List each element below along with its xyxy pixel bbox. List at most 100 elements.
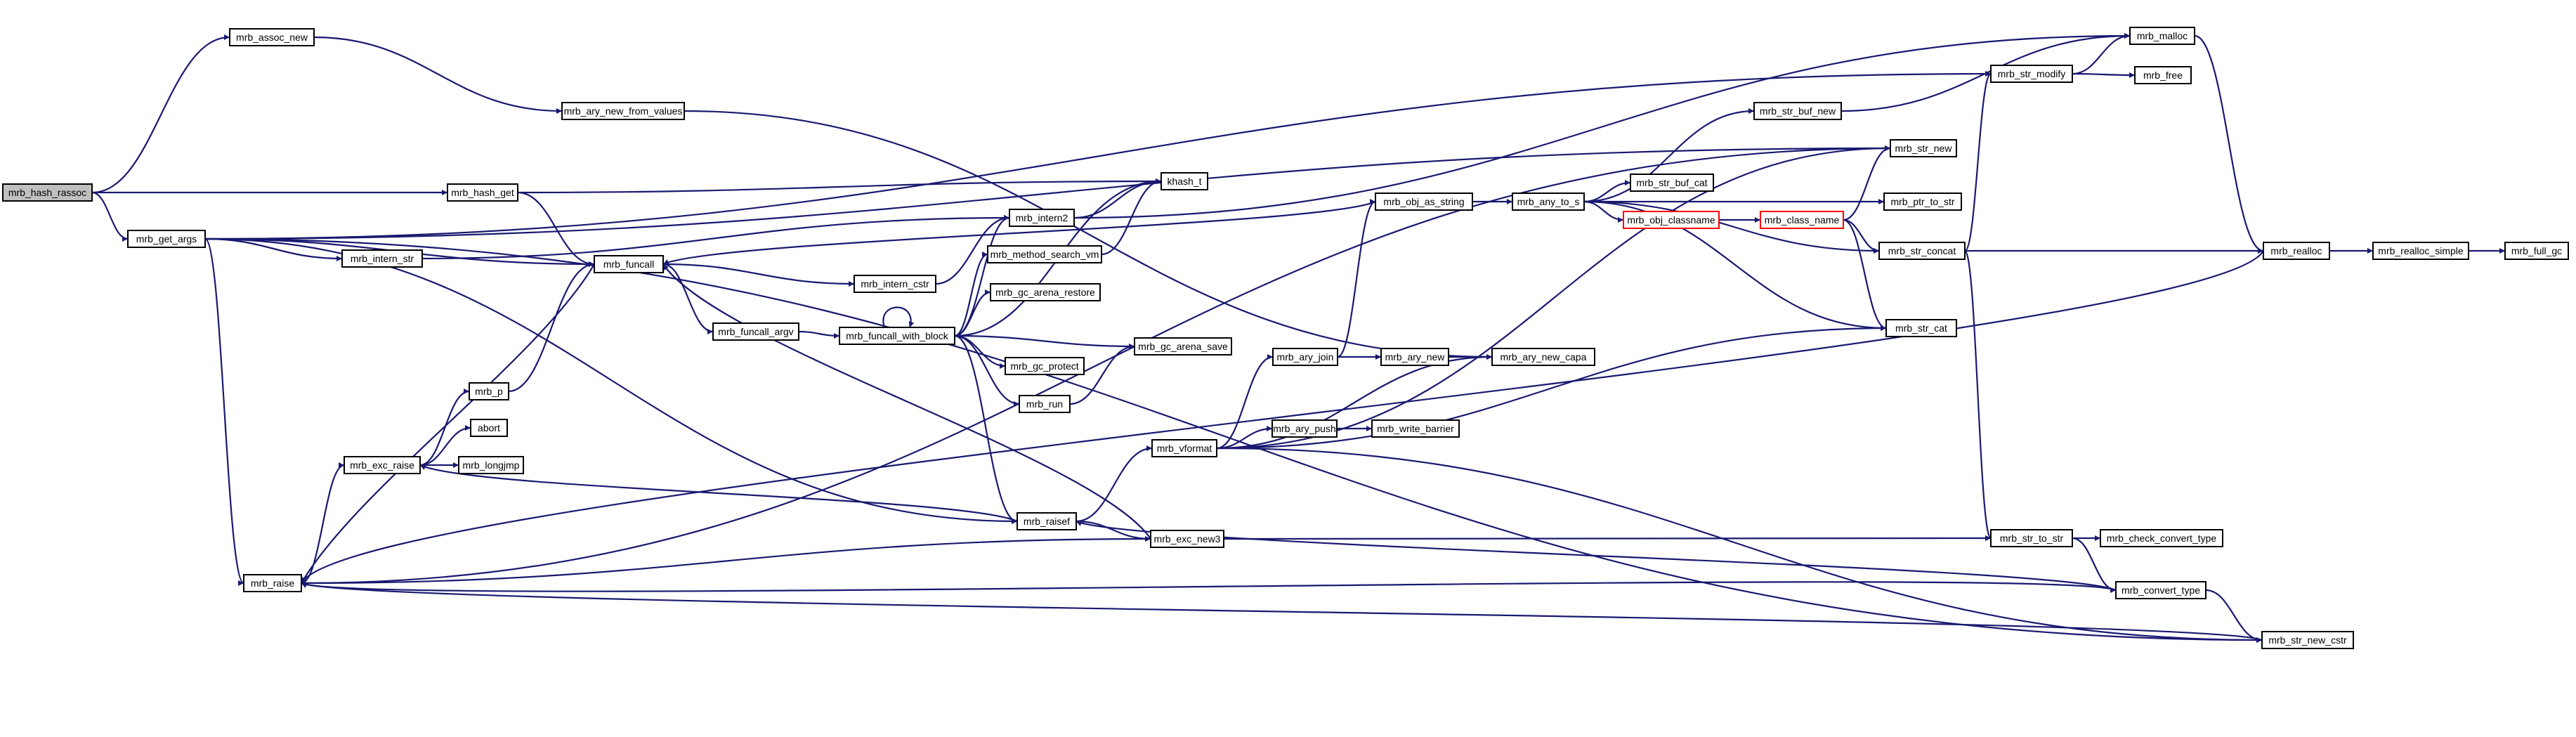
edge-mrb_class_name-to-mrb_str_concat (1843, 219, 1880, 254)
node-mrb_longjmp[interactable]: mrb_longjmp (458, 456, 524, 474)
node-mrb_ary_new[interactable]: mrb_ary_new (1380, 348, 1449, 366)
node-box (1019, 395, 1071, 413)
node-label: mrb_str_modify (1998, 68, 2065, 79)
edge-mrb_obj_as_string-to-mrb_funcall (662, 200, 1376, 266)
node-mrb_exc_new3[interactable]: mrb_exc_new3 (1150, 530, 1224, 548)
node-box (470, 419, 508, 437)
node-mrb_any_to_s[interactable]: mrb_any_to_s (1512, 193, 1585, 211)
node-mrb_gc_protect[interactable]: mrb_gc_protect (1005, 357, 1085, 375)
node-mrb_gc_arena_restore[interactable]: mrb_gc_arena_restore (990, 283, 1101, 301)
node-mrb_realloc[interactable]: mrb_realloc (2263, 242, 2330, 260)
node-box (1134, 337, 1232, 356)
node-label: mrb_str_to_str (2000, 533, 2064, 544)
node-mrb_realloc_simple[interactable]: mrb_realloc_simple (2372, 242, 2469, 260)
node-box (987, 245, 1102, 263)
node-box (1878, 242, 1966, 260)
node-mrb_str_new_cstr[interactable]: mrb_str_new_cstr (2261, 631, 2354, 649)
edge-mrb_run-to-mrb_gc_arena_save (1069, 344, 1135, 405)
node-mrb_raisef[interactable]: mrb_raisef (1016, 512, 1077, 530)
node-mrb_str_buf_new[interactable]: mrb_str_buf_new (1753, 102, 1842, 120)
node-mrb_ary_join[interactable]: mrb_ary_join (1272, 348, 1338, 366)
node-mrb_str_modify[interactable]: mrb_str_modify (1990, 65, 2073, 83)
node-mrb_gc_arena_save[interactable]: mrb_gc_arena_save (1134, 337, 1232, 356)
node-mrb_str_buf_cat[interactable]: mrb_str_buf_cat (1630, 174, 1714, 192)
node-mrb_funcall_with_block[interactable]: mrb_funcall_with_block (839, 327, 955, 345)
node-mrb_intern_str[interactable]: mrb_intern_str (341, 249, 423, 268)
node-mrb_run[interactable]: mrb_run (1019, 395, 1071, 413)
node-mrb_check_convert_type[interactable]: mrb_check_convert_type (2100, 529, 2223, 547)
node-label: mrb_funcall_argv (718, 326, 793, 337)
node-mrb_ary_new_capa[interactable]: mrb_ary_new_capa (1491, 348, 1595, 366)
node-mrb_intern2[interactable]: mrb_intern2 (1009, 209, 1075, 227)
node-label: mrb_ary_new_from_values (564, 105, 683, 117)
node-box (839, 327, 955, 345)
node-mrb_str_new[interactable]: mrb_str_new (1890, 139, 1957, 157)
edge-mrb_get_args-to-mrb_str_new (204, 145, 1891, 240)
node-label: mrb_str_concat (1888, 245, 1956, 256)
node-mrb_hash_get[interactable]: mrb_hash_get (447, 183, 518, 202)
node-label: mrb_gc_protect (1010, 360, 1078, 372)
node-box (1272, 348, 1338, 366)
node-label: mrb_vformat (1157, 443, 1212, 454)
node-label: mrb_str_buf_new (1760, 105, 1836, 117)
node-mrb_assoc_new[interactable]: mrb_assoc_new (229, 28, 315, 46)
node-mrb_vformat[interactable]: mrb_vformat (1151, 439, 1217, 457)
edge-mrb_raisef-to-mrb_exc_new3 (1075, 520, 1151, 542)
node-box (458, 456, 524, 474)
node-mrb_exc_raise[interactable]: mrb_exc_raise (344, 456, 421, 474)
node-mrb_full_gc[interactable]: mrb_full_gc (2504, 242, 2569, 260)
node-box (561, 102, 685, 120)
node-box (1009, 209, 1075, 227)
edge-mrb_funcall_with_block-to-mrb_method_search_vm (954, 252, 988, 337)
edge-mrb_raise-to-mrb_str_new (301, 145, 1891, 585)
node-abort[interactable]: abort (470, 419, 508, 437)
node-label: mrb_raise (251, 578, 294, 589)
node-label: mrb_intern2 (1016, 212, 1068, 223)
node-mrb_ary_push[interactable]: mrb_ary_push (1271, 419, 1338, 438)
node-box (1890, 139, 1957, 157)
node-mrb_obj_as_string[interactable]: mrb_obj_as_string (1375, 193, 1473, 211)
node-box (1491, 348, 1595, 366)
edge-mrb_funcall_with_block-to-mrb_run (954, 334, 1020, 407)
node-mrb_method_search_vm[interactable]: mrb_method_search_vm (987, 245, 1102, 263)
node-box (2134, 66, 2192, 84)
node-mrb_str_concat[interactable]: mrb_str_concat (1878, 242, 1966, 260)
edge-mrb_vformat-to-mrb_str_new (1216, 145, 1891, 450)
node-label: mrb_malloc (2137, 30, 2188, 41)
node-mrb_str_cat[interactable]: mrb_str_cat (1885, 319, 1957, 337)
node-mrb_get_args[interactable]: mrb_get_args (127, 230, 206, 248)
node-box (127, 230, 206, 248)
node-mrb_str_to_str[interactable]: mrb_str_to_str (1990, 529, 2073, 547)
node-box (341, 249, 423, 268)
node-khash_t[interactable]: khash_t (1160, 172, 1208, 190)
node-label: mrb_raisef (1024, 516, 1070, 527)
node-box (990, 283, 1101, 301)
node-box (1990, 529, 2073, 547)
node-label: mrb_intern_cstr (861, 278, 929, 289)
node-mrb_convert_type[interactable]: mrb_convert_type (2115, 581, 2206, 599)
node-mrb_p[interactable]: mrb_p (469, 382, 509, 400)
node-label: mrb_class_name (1765, 214, 1840, 226)
node-box (1150, 530, 1224, 548)
edge-mrb_str_new_cstr-to-mrb_raise (301, 582, 2263, 641)
node-mrb_ary_new_from_values[interactable]: mrb_ary_new_from_values (561, 102, 685, 120)
node-mrb_raise[interactable]: mrb_raise (243, 574, 302, 592)
node-mrb_class_name[interactable]: mrb_class_name (1760, 211, 1844, 229)
node-mrb_obj_classname[interactable]: mrb_obj_classname (1623, 211, 1720, 229)
node-mrb_malloc[interactable]: mrb_malloc (2129, 27, 2195, 45)
edge-mrb_intern_cstr-to-mrb_intern2 (935, 215, 1010, 285)
node-mrb_intern_cstr[interactable]: mrb_intern_cstr (854, 275, 936, 293)
node-mrb_funcall[interactable]: mrb_funcall (594, 255, 664, 273)
node-mrb_ptr_to_str[interactable]: mrb_ptr_to_str (1883, 193, 1962, 211)
edge-mrb_intern2-to-mrb_malloc (1073, 33, 2131, 219)
node-box (712, 322, 799, 341)
node-box (1160, 172, 1208, 190)
edge-mrb_assoc_new-to-mrb_ary_new_from_values (313, 36, 563, 114)
node-label: mrb_str_new (1895, 143, 1953, 154)
edge-mrb_malloc-to-mrb_realloc (2194, 34, 2264, 254)
node-box (2261, 631, 2354, 649)
node-mrb_funcall_argv[interactable]: mrb_funcall_argv (712, 322, 799, 341)
node-mrb_write_barrier[interactable]: mrb_write_barrier (1371, 419, 1460, 438)
node-mrb_free[interactable]: mrb_free (2134, 66, 2192, 84)
node-label: mrb_funcall (603, 259, 654, 270)
